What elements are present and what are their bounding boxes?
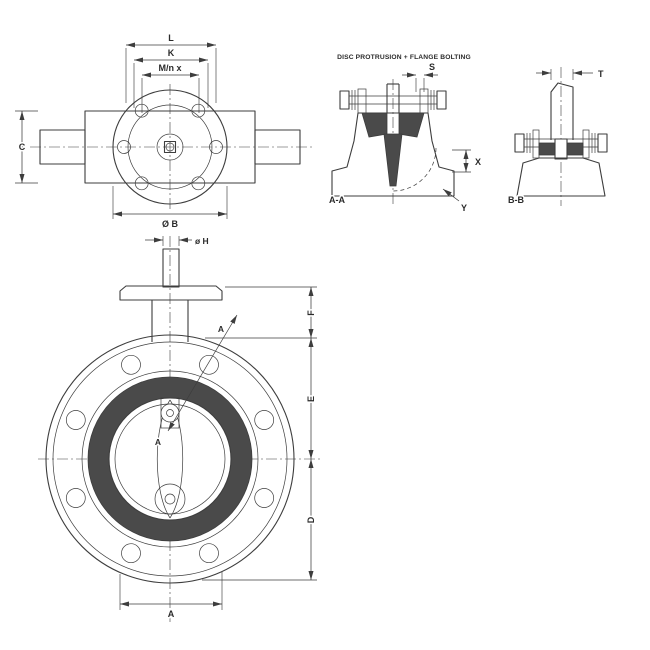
hub-circle [154, 483, 186, 515]
bolt-hole [209, 140, 223, 154]
bolt-hole [199, 354, 219, 375]
flange-plate [532, 129, 540, 159]
bolt-hole [254, 410, 275, 430]
disc-section-taper [383, 133, 403, 187]
dim-S: S [402, 61, 438, 92]
section-aa-title: DISC PROTRUSION + FLANGE BOLTING [337, 54, 471, 61]
disc-section-left [361, 112, 388, 138]
stem-retainer-circle [160, 403, 180, 423]
stem-shaft-hatched [162, 248, 180, 288]
cut-label-A-bottom: A [155, 437, 161, 447]
dim-label-K: K [168, 48, 175, 58]
valve-base-bb [516, 157, 606, 197]
dim-label-A: A [168, 609, 175, 619]
dim-Mn: M/n x [141, 62, 200, 113]
dim-label-Y: Y [461, 203, 467, 213]
dim-Y: Y [442, 188, 469, 215]
flange-plate [582, 129, 590, 159]
dim-label-Mn: M/n x [158, 63, 181, 73]
dim-label-D: D [306, 516, 316, 523]
top-works [119, 248, 223, 342]
dim-B: Ø B [112, 186, 228, 231]
dim-label-S: S [429, 62, 435, 72]
flange-plate [357, 88, 367, 114]
bolt-head [436, 90, 447, 110]
section-aa-label: A-A [329, 195, 345, 205]
dim-X: X [452, 149, 483, 173]
flange-inner-circle [127, 104, 213, 190]
stem-square-drive [163, 140, 177, 154]
stem-boss-circle [156, 133, 184, 161]
dim-label-T: T [598, 69, 604, 79]
mounting-flange-plate [119, 285, 223, 301]
flange-bolt-holes [117, 103, 223, 191]
bolt-hole [121, 543, 141, 564]
flange-outer-circle [112, 89, 228, 205]
dim-A: A [119, 572, 223, 621]
dim-label-B: Ø B [162, 219, 179, 229]
bolt-head [597, 133, 608, 153]
bolt-hole [134, 176, 149, 191]
bolt-hole [199, 543, 219, 564]
valve-body-plan [84, 110, 256, 184]
stem-hub-bb [554, 138, 568, 160]
dim-label-E: E [306, 396, 316, 402]
bolt-hole [65, 488, 86, 508]
bolt-hole [117, 140, 131, 154]
cut-line-A [167, 314, 238, 432]
dim-L: L [125, 32, 217, 103]
dim-K: K [133, 47, 209, 108]
bolt-hole [191, 176, 206, 191]
bolt-hole [254, 488, 275, 508]
disc-section-right [398, 112, 425, 138]
dim-label-C: C [19, 142, 26, 152]
section-cut-A: A A [153, 314, 238, 449]
dim-label-F: F [306, 310, 316, 316]
front-bolt-holes [65, 354, 275, 564]
bolt-hole [121, 354, 141, 375]
stem-center-hole [165, 142, 175, 152]
hub-pin [164, 493, 176, 505]
dim-label-L: L [168, 33, 174, 43]
stem-aa [386, 83, 400, 113]
dim-C: C [15, 110, 38, 184]
cut-label-A-top: A [218, 324, 224, 334]
bolt-head [339, 90, 350, 110]
section-bb-label: B-B [508, 195, 524, 205]
bolt-head [514, 133, 525, 153]
disc-swing-arc [392, 147, 437, 192]
stem-bb [550, 82, 574, 140]
dim-label-X: X [475, 157, 481, 167]
dim-T: T [536, 68, 606, 81]
dim-label-H: ø H [195, 236, 209, 246]
flange-bolting-aa [339, 88, 447, 114]
section-aa-view: DISC PROTRUSION + FLANGE BOLTING [328, 54, 483, 215]
front-view: A A ø H F E D A [38, 235, 320, 622]
bolt-hole [191, 103, 206, 118]
dim-FED: F E D [202, 286, 318, 581]
section-bb-view: T B-B [507, 67, 608, 207]
dim-H: ø H [145, 235, 210, 248]
bolt-hole [65, 410, 86, 430]
plan-view: L K M/n x C Ø B [15, 32, 312, 231]
flange-plate [419, 88, 429, 114]
